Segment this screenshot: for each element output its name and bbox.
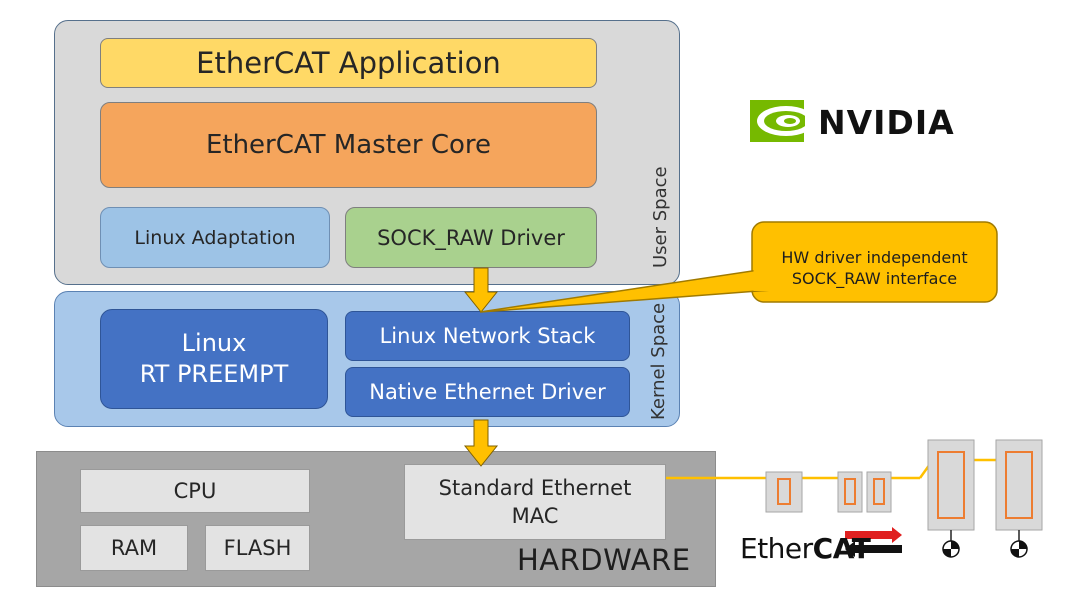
sock-raw-driver-label: SOCK_RAW Driver xyxy=(377,225,565,250)
callout-text: HW driver independent SOCK_RAW interface xyxy=(752,238,997,300)
ram-label: RAM xyxy=(110,536,158,560)
ethercat-logo-suffix: CAT xyxy=(812,532,871,565)
linux-network-stack-block: Linux Network Stack xyxy=(345,311,630,361)
arrow-sock-to-stack xyxy=(463,267,499,313)
callout-bubble xyxy=(479,221,998,313)
servo-drive-1 xyxy=(927,439,975,558)
flash-block: FLASH xyxy=(205,525,310,571)
ram-block: RAM xyxy=(80,525,188,571)
ethercat-coupler-device xyxy=(765,471,892,513)
ethercat-logo-arrows xyxy=(845,527,902,557)
rt-preempt-line2: RT PREEMPT xyxy=(139,360,289,388)
linux-adaptation-block: Linux Adaptation xyxy=(100,207,330,268)
native-ethernet-driver-block: Native Ethernet Driver xyxy=(345,367,630,417)
native-ethernet-driver-label: Native Ethernet Driver xyxy=(369,380,606,404)
ethercat-application-label: EtherCAT Application xyxy=(196,46,501,80)
hardware-label: HARDWARE xyxy=(517,543,691,577)
ethernet-cable xyxy=(666,458,1000,480)
ethercat-application-block: EtherCAT Application xyxy=(100,38,597,88)
linux-adaptation-label: Linux Adaptation xyxy=(134,226,296,249)
cpu-label: CPU xyxy=(173,479,217,503)
ethercat-master-core-block: EtherCAT Master Core xyxy=(100,102,597,188)
callout-line2: SOCK_RAW interface xyxy=(791,269,958,288)
callout-line1: HW driver independent xyxy=(781,248,968,268)
ethercat-logo-prefix: Ether xyxy=(740,532,813,565)
nvidia-eye-icon xyxy=(750,100,815,142)
ethercat-logo-text: EtherCAT xyxy=(740,532,871,565)
flash-label: FLASH xyxy=(223,536,292,560)
arrow-driver-to-mac xyxy=(463,419,499,467)
linux-rt-preempt-block: Linux RT PREEMPT xyxy=(100,309,328,409)
network-stack-label: Linux Network Stack xyxy=(379,324,596,348)
servo-drive-2 xyxy=(995,439,1043,558)
ethercat-master-core-label: EtherCAT Master Core xyxy=(205,130,492,160)
mac-line2: MAC xyxy=(511,504,559,528)
cpu-block: CPU xyxy=(80,469,310,513)
rt-preempt-line1: Linux xyxy=(181,328,247,357)
nvidia-wordmark: NVIDIA xyxy=(818,103,955,142)
sock-raw-driver-block: SOCK_RAW Driver xyxy=(345,207,597,268)
standard-ethernet-mac-block: Standard Ethernet MAC xyxy=(404,464,666,540)
mac-line1: Standard Ethernet xyxy=(438,475,632,500)
